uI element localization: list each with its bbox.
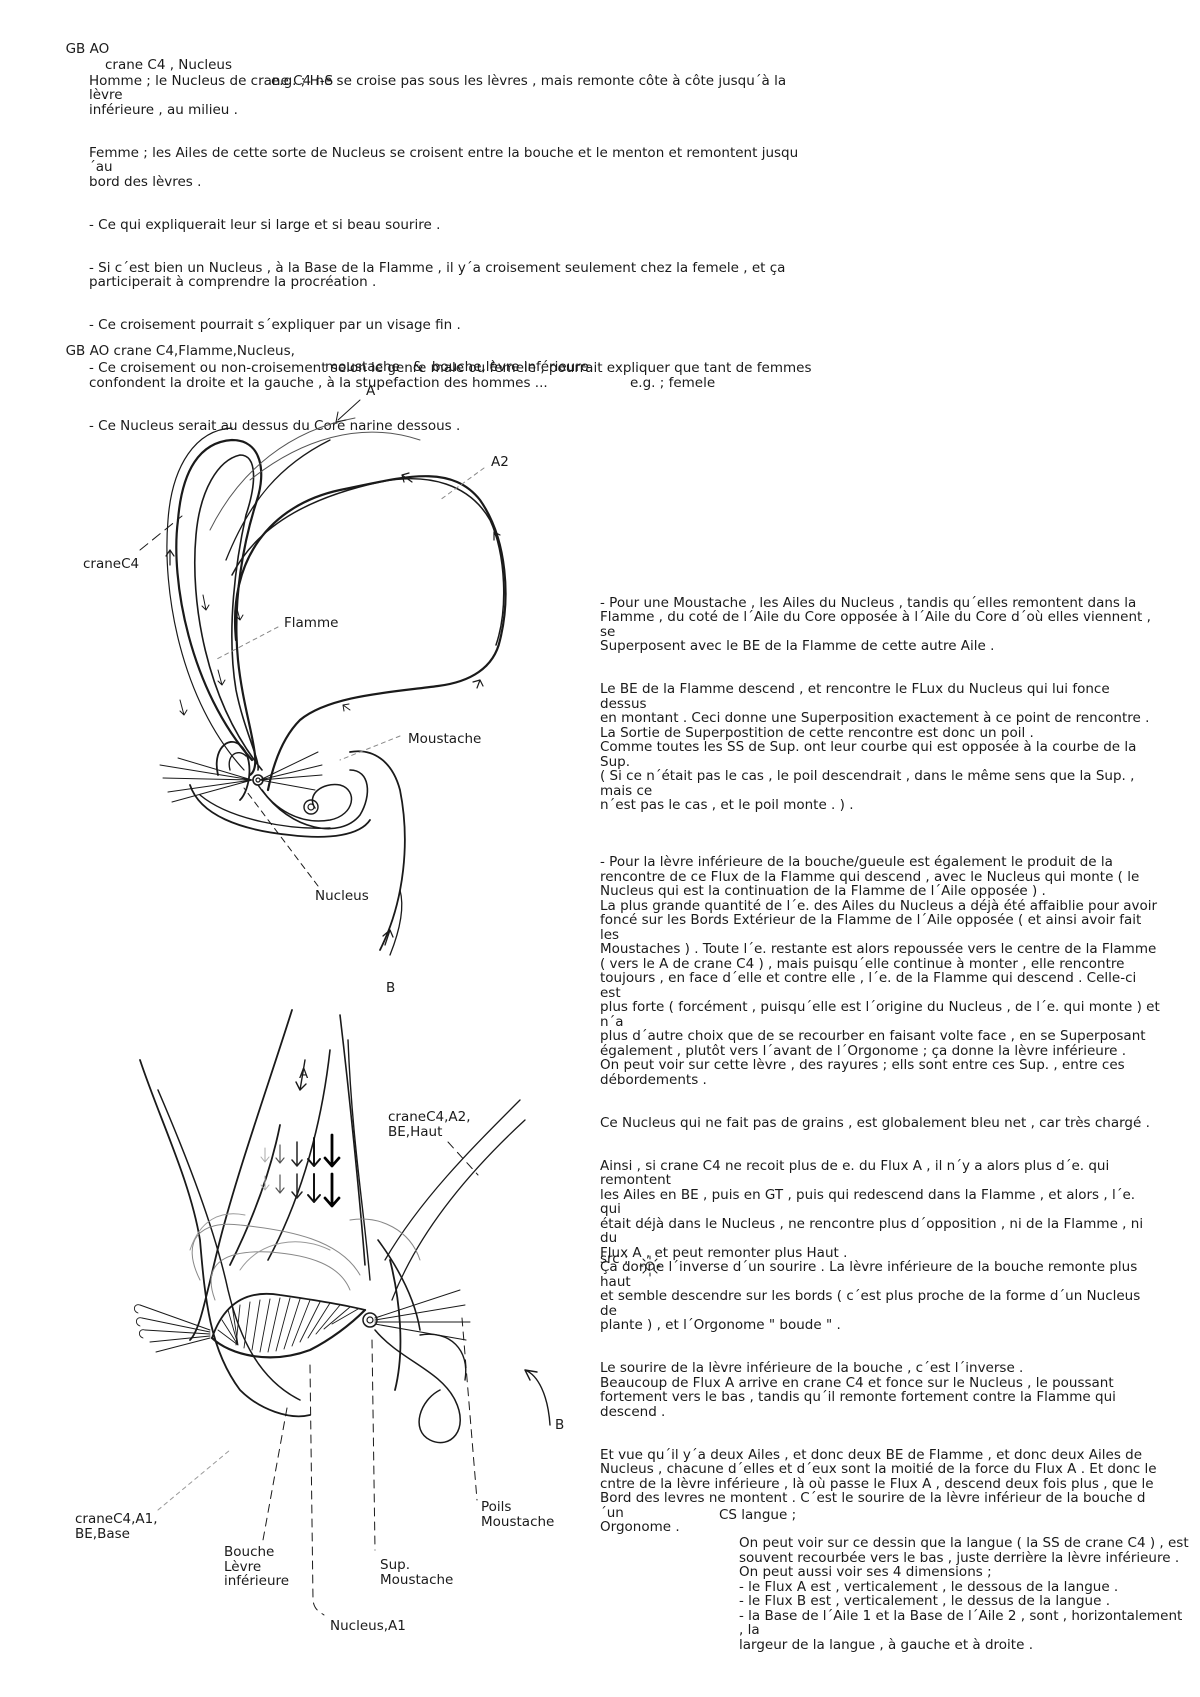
- explanation-paragraph: - Pour la lèvre inférieure de la bouche/…: [600, 855, 1160, 1087]
- label-moustache: Moustache: [408, 732, 481, 747]
- label-b-flux: B: [555, 1418, 564, 1433]
- cs-title: CS langue ;: [719, 1508, 796, 1523]
- src-label: src ;: [600, 1252, 629, 1267]
- explanation-paragraph: Le BE de la Flamme descend , et rencontr…: [600, 682, 1160, 813]
- label-sup-moustache: Sup. Moustache: [380, 1558, 453, 1587]
- label-nucleus: Nucleus: [315, 889, 369, 904]
- label-bouche: Bouche Lèvre inférieure: [224, 1545, 289, 1589]
- explanation-block: - Pour une Moustache , les Ailes du Nucl…: [600, 581, 1160, 1549]
- explanation-paragraph: Ainsi , si crane C4 ne recoit plus de e.…: [600, 1159, 1160, 1333]
- label-crane-c4-a1: craneC4,A1, BE,Base: [75, 1512, 158, 1541]
- label-crane-c4-a2: craneC4,A2, BE,Haut: [388, 1110, 471, 1139]
- label-nucleus-a1: Nucleus,A1: [330, 1619, 406, 1634]
- explanation-paragraph: Et vue qu´il y´a deux Ailes , et donc de…: [600, 1448, 1160, 1535]
- explanation-paragraph: Le sourire de la lèvre inférieure de la …: [600, 1361, 1160, 1419]
- label-a2: A2: [491, 455, 509, 470]
- cs-body: On peut voir sur ce dessin que la langue…: [739, 1536, 1189, 1652]
- explanation-paragraph: - Pour une Moustache , les Ailes du Nucl…: [600, 596, 1160, 654]
- label-a-flux: A: [299, 1067, 308, 1082]
- label-crane-c4: craneC4: [83, 557, 139, 572]
- label-poils-moustache: Poils Moustache: [481, 1500, 554, 1529]
- label-a: A: [366, 384, 375, 399]
- explanation-paragraph: Ce Nucleus qui ne fait pas de grains , e…: [600, 1116, 1160, 1131]
- diagram-flamme-nucleus: [140, 400, 505, 955]
- label-b: B: [386, 981, 395, 996]
- label-flamme: Flamme: [284, 616, 338, 631]
